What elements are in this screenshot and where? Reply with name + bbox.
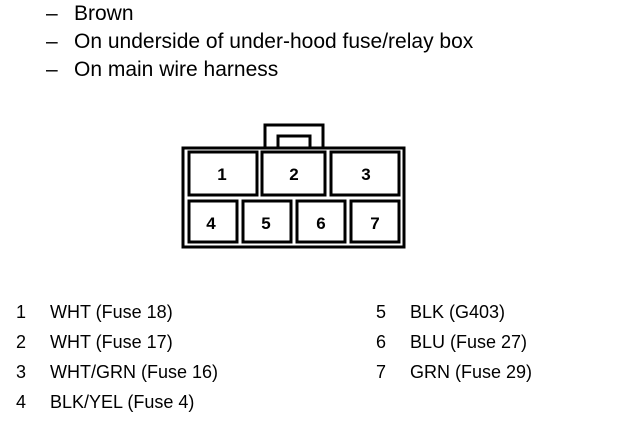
pin-label-7: 7 — [370, 214, 379, 233]
legend-row: 4 BLK/YEL (Fuse 4) — [16, 387, 218, 417]
legend-wire-description: BLK (G403) — [410, 302, 506, 322]
pin-label-3: 3 — [361, 165, 370, 184]
pin-label-4: 4 — [206, 214, 216, 233]
note-location: –On underside of under-hood fuse/relay b… — [46, 28, 473, 56]
pin-cavity-3 — [329, 150, 401, 197]
connector-notes: –Brown –On underside of under-hood fuse/… — [46, 0, 473, 84]
legend-wire-description: WHT/GRN (Fuse 16) — [50, 362, 219, 382]
legend-row: 1 WHT (Fuse 18) — [16, 297, 218, 327]
legend-pin-number: 2 — [16, 332, 27, 352]
note-dash: – — [46, 2, 58, 25]
legend-pin-number: 6 — [376, 332, 387, 352]
legend-row: 2 WHT (Fuse 17) — [16, 327, 218, 357]
legend-wire-description: BLU (Fuse 27) — [410, 332, 528, 352]
pin-cavity-6 — [295, 199, 347, 244]
pin-legend-right: 5 BLK (G403) 6 BLU (Fuse 27) 7 GRN (Fuse 29… — [376, 297, 532, 387]
legend-wire-description: WHT (Fuse 18) — [50, 302, 173, 322]
legend-row: 3 WHT/GRN (Fuse 16) — [16, 357, 218, 387]
legend-row: 7 GRN (Fuse 29) — [376, 357, 532, 387]
legend-pin-number: 4 — [16, 392, 27, 412]
legend-row: 5 BLK (G403) — [376, 297, 532, 327]
note-dash: – — [46, 30, 58, 53]
legend-pin-number: 7 — [376, 362, 387, 382]
legend-pin-number: 5 — [376, 302, 387, 322]
pin-label-2: 2 — [289, 165, 298, 184]
legend-pin-number: 3 — [16, 362, 27, 382]
pin-cavity-7 — [349, 199, 401, 244]
legend-wire-description: BLK/YEL (Fuse 4) — [50, 392, 195, 412]
note-text: On underside of under-hood fuse/relay bo… — [74, 30, 474, 53]
note-harness: –On main wire harness — [46, 56, 473, 84]
note-text: On main wire harness — [74, 58, 279, 81]
note-text: Brown — [74, 2, 134, 25]
pin-legend-left: 1 WHT (Fuse 18) 2 WHT (Fuse 17) 3 WHT/GRN (… — [16, 297, 218, 417]
legend-row: 6 BLU (Fuse 27) — [376, 327, 532, 357]
legend-wire-description: GRN (Fuse 29) — [410, 362, 533, 382]
pin-cavity-4 — [187, 199, 239, 244]
pin-cavity-5 — [241, 199, 293, 244]
pin-label-5: 5 — [261, 214, 270, 233]
legend-wire-description: WHT (Fuse 17) — [50, 332, 173, 352]
note-color: –Brown — [46, 0, 473, 28]
pin-cavity-2 — [260, 150, 327, 197]
pin-label-1: 1 — [217, 165, 226, 184]
pin-cavity-1 — [187, 150, 259, 197]
pin-label-6: 6 — [316, 214, 325, 233]
legend-pin-number: 1 — [16, 302, 27, 322]
note-dash: – — [46, 58, 58, 81]
